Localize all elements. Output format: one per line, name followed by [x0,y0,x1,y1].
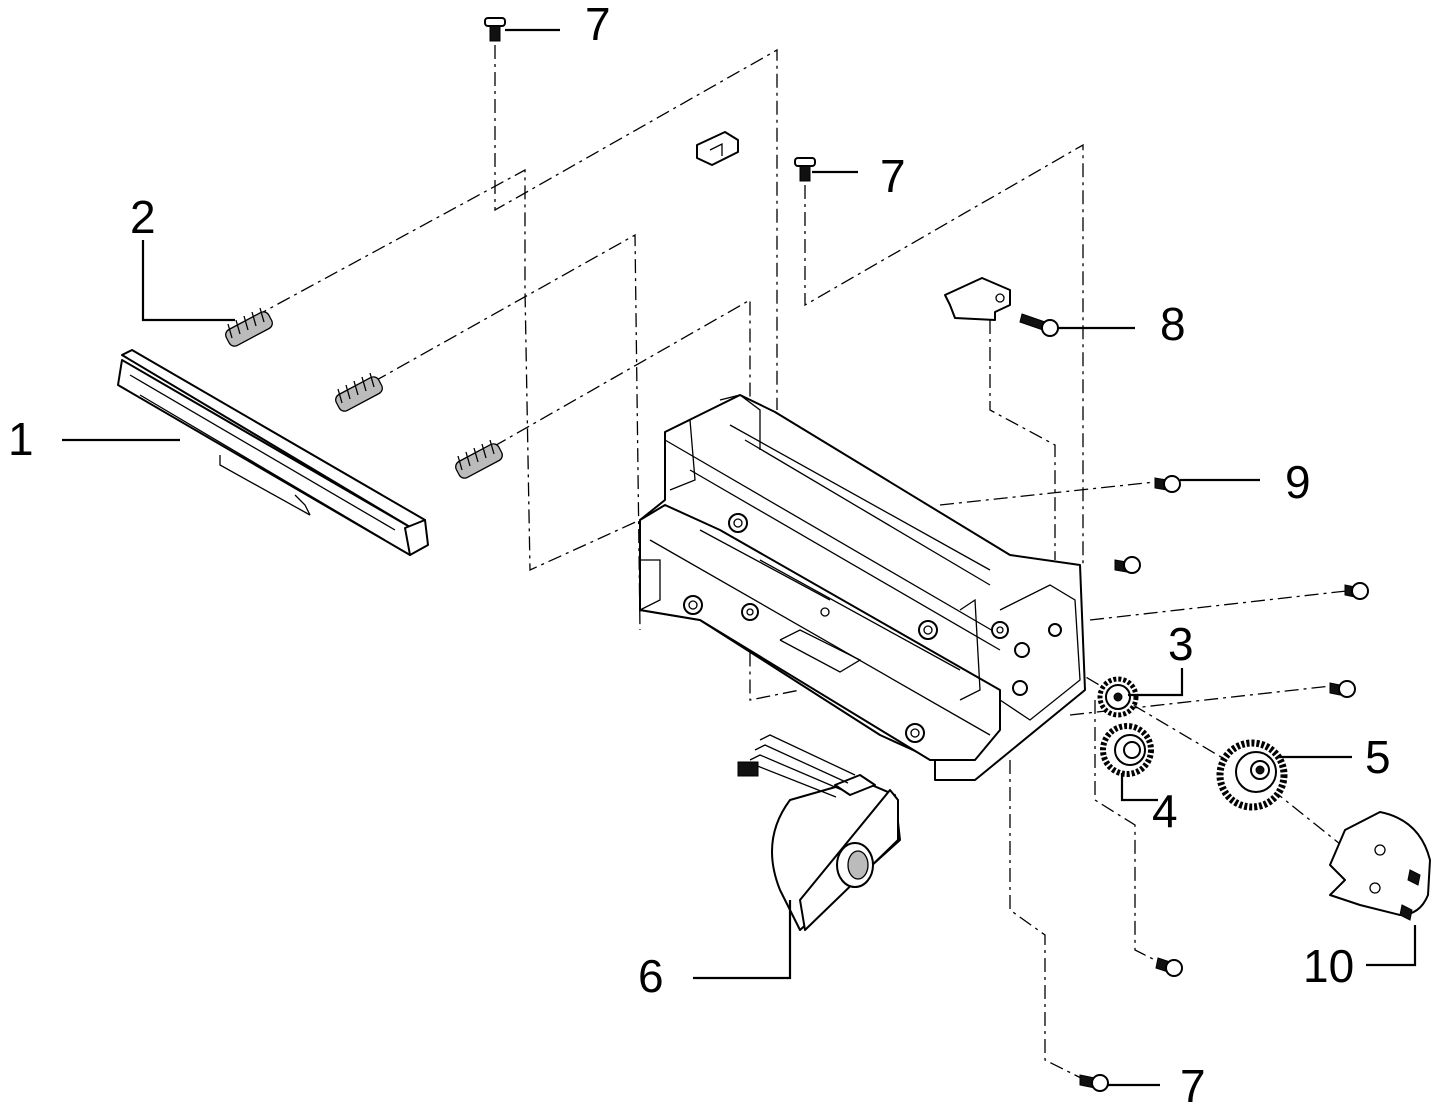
screw-lower [1155,957,1183,977]
callout-10: 10 [1303,940,1354,992]
part-5-gear [1216,739,1288,811]
spring-lower [455,439,503,479]
part-4-gear [1100,723,1154,777]
callout-4: 4 [1152,785,1178,837]
motor-connector [737,761,759,777]
part-10-cover [1329,811,1431,921]
callout-3: 3 [1168,618,1194,670]
callout-7-mid: 7 [880,150,906,202]
spring-middle [335,372,383,412]
part-1-platen-bar [117,349,429,556]
part-8-screw [1019,313,1059,337]
screw-side-b [1344,582,1369,600]
part-6-motor [737,734,901,931]
callout-labels: 1 2 3 4 5 6 7 7 7 8 9 10 [8,0,1391,1112]
screw-7-bottom [1079,1074,1109,1092]
callout-1: 1 [8,413,34,465]
callout-7-top: 7 [585,0,611,50]
part-8-bracket [944,277,1011,321]
callout-9: 9 [1285,456,1311,508]
callout-5: 5 [1365,731,1391,783]
screw-7-mid [794,157,816,182]
screw-7-top [484,17,506,42]
callout-7-bottom: 7 [1180,1060,1206,1112]
screw-9 [1154,475,1181,493]
part-3-gear [1097,676,1139,718]
main-frame [639,394,1086,781]
small-clip [696,131,739,166]
screw-side-c [1329,680,1356,698]
screw-side-a [1114,556,1141,574]
callout-2: 2 [130,191,156,243]
frame-holes [683,513,1062,743]
part-2-springs [225,307,503,479]
spring-upper [225,307,273,347]
callout-leaders [62,28,1417,1087]
callout-6: 6 [638,950,664,1002]
callout-8: 8 [1160,298,1186,350]
